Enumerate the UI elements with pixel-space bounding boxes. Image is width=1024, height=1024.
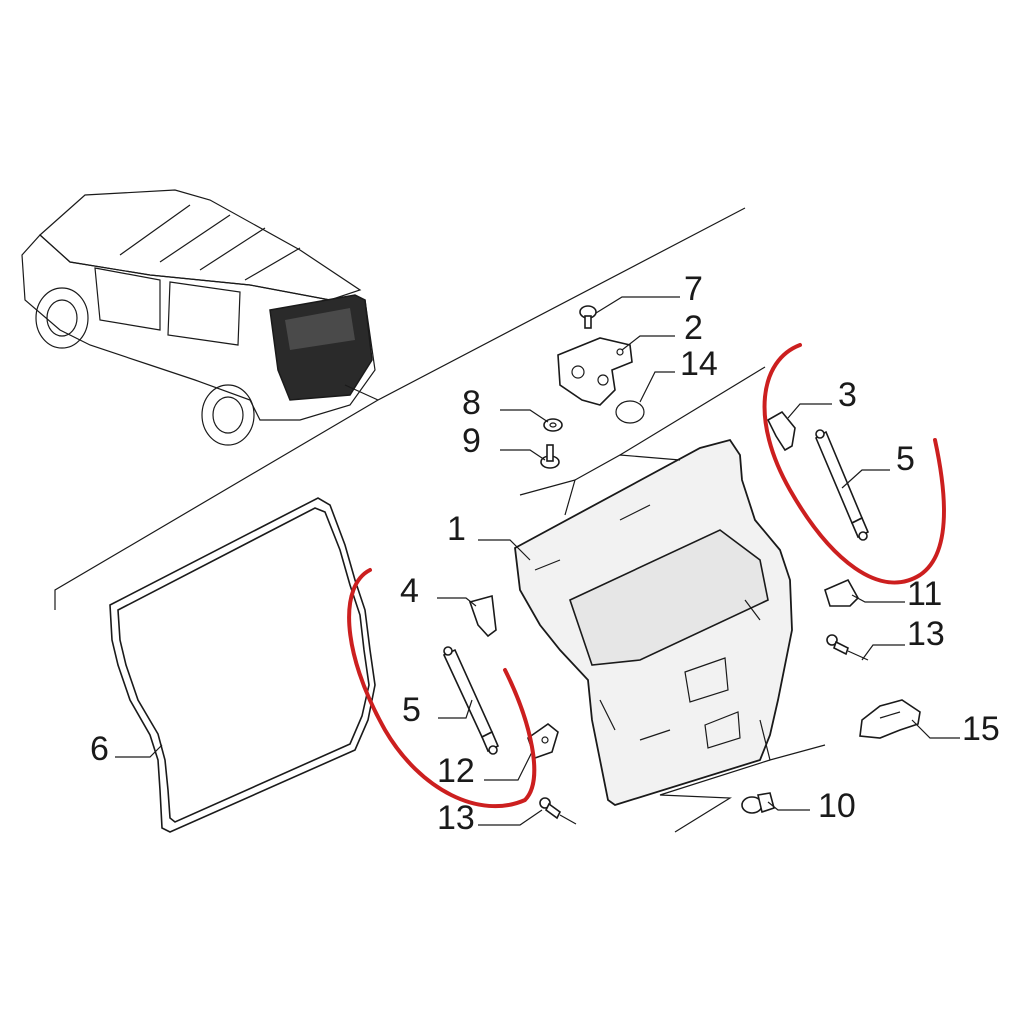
callout-11: 11 xyxy=(907,575,942,613)
part-5-strut-left xyxy=(442,646,500,755)
callout-8: 8 xyxy=(462,384,481,422)
callout-14: 14 xyxy=(680,345,718,383)
callout-15: 15 xyxy=(962,710,1000,748)
part-2-latch xyxy=(557,337,633,406)
part-7-bolt xyxy=(579,305,597,329)
callout-9: 9 xyxy=(462,422,481,460)
part-8-washer xyxy=(543,418,563,432)
part-14-ring xyxy=(615,400,645,424)
tailgate-highlight xyxy=(269,294,373,401)
callout-1: 1 xyxy=(447,510,466,548)
part-9-screw xyxy=(540,444,560,469)
part-6-seal xyxy=(109,497,376,833)
rear-wheel xyxy=(201,384,255,446)
callout-2: 2 xyxy=(684,309,703,347)
leader-lines xyxy=(115,296,960,826)
callout-10: 10 xyxy=(818,787,856,825)
highlight-left-strut xyxy=(347,568,537,809)
part-1-tailgate xyxy=(514,438,793,806)
part-4-bracket xyxy=(468,594,497,638)
part-5-strut-right xyxy=(814,429,870,541)
callout-6: 6 xyxy=(90,730,109,768)
callout-5-right: 5 xyxy=(896,440,915,478)
callout-12: 12 xyxy=(437,752,475,790)
vehicle-overview xyxy=(21,189,746,610)
callout-labels: 7 2 14 8 9 3 5 1 4 5 12 13 6 11 13 10 15 xyxy=(90,270,1000,837)
callout-5-left: 5 xyxy=(402,691,421,729)
callout-13-left: 13 xyxy=(437,799,475,837)
front-wheel xyxy=(35,287,89,349)
callout-7: 7 xyxy=(684,270,703,308)
callout-3: 3 xyxy=(838,376,857,414)
part-11-bumper xyxy=(824,578,859,607)
part-15-clip xyxy=(859,699,921,739)
part-10-cap xyxy=(741,792,775,814)
section-lines xyxy=(519,366,826,833)
part-13-stud-left xyxy=(539,797,577,825)
callout-13-right: 13 xyxy=(907,615,945,653)
callout-4: 4 xyxy=(400,572,419,610)
highlight-right-strut xyxy=(762,343,946,585)
part-3-bracket xyxy=(766,410,796,452)
part-13-stud-right xyxy=(826,634,869,661)
